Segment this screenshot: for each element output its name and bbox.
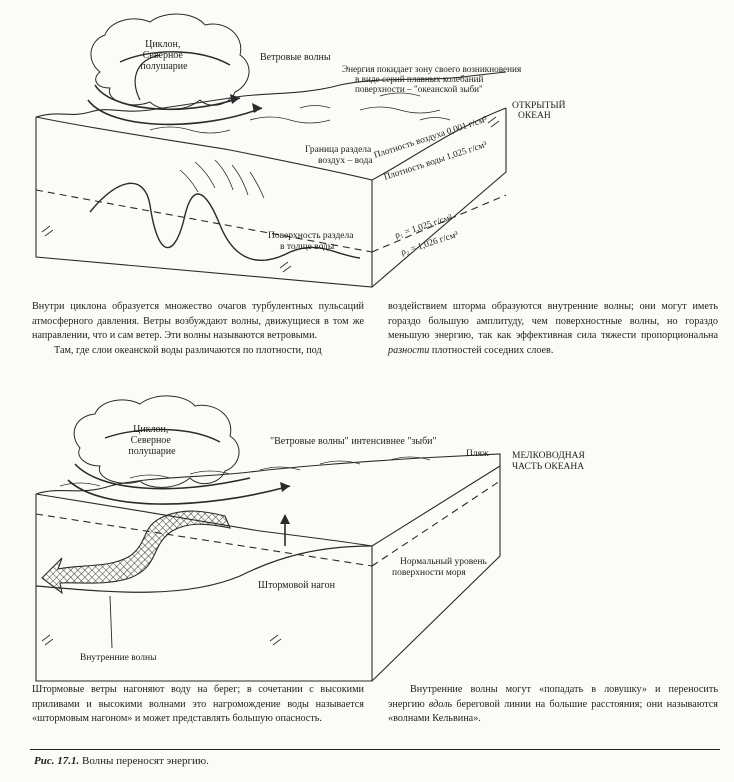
text-block-2-right: Внутренние волны могут «попадать в ловуш… xyxy=(388,684,718,725)
text-block-1-right: воздействием шторма образуются внутренни… xyxy=(388,301,718,356)
caption-divider xyxy=(30,749,720,750)
wind-waves-note: "Ветровые волны" интенсивнее "зыби" xyxy=(270,436,437,447)
caption-text: Волны переносят энергию. xyxy=(79,755,209,767)
air-water-boundary-label: Граница раздела воздух – вода xyxy=(305,145,374,166)
cyclone-label: Циклон, Северное полушарие xyxy=(140,39,188,72)
normal-sea-level-label: Нормальный уровень поверхности моря xyxy=(392,556,489,578)
figure-caption: Рис. 17.1. Волны переносят энергию. xyxy=(34,755,209,767)
paragraph: Штормовые ветры нагоняют воду на берег; … xyxy=(32,684,364,725)
beach-label: Пляж xyxy=(466,449,489,459)
figure-open-ocean-diagram: Циклон, Северное полушарие Ветровые волн… xyxy=(35,13,568,288)
text-block-1-left: Внутри циклона образуется множество очаг… xyxy=(32,300,364,358)
energy-note: Энергия покидает зону своего возникновен… xyxy=(342,64,523,94)
storm-surge-label: Штормовой нагон xyxy=(258,580,336,591)
figure-number: Рис. 17.1. xyxy=(34,755,80,767)
figure-shallow-ocean-diagram: Циклон, Северное полушарие "Ветровые вол… xyxy=(35,395,587,682)
shallow-ocean-label: МЕЛКОВОДНАЯ ЧАСТЬ ОКЕАНА xyxy=(512,451,587,472)
paragraph: Внутри циклона образуется множество очаг… xyxy=(32,301,364,342)
text-block-2-left: Штормовые ветры нагоняют воду на берег; … xyxy=(32,683,364,727)
paragraph: Там, где слои океанской воды различаются… xyxy=(54,344,322,356)
internal-boundary-label: Поверхность раздела в толще воды xyxy=(268,231,356,252)
open-ocean-label: ОТКРЫТЫЙ ОКЕАН xyxy=(512,99,568,121)
wind-waves-label: Ветровые волны xyxy=(260,52,331,63)
cyclone-label: Циклон, Северное полушарие xyxy=(128,424,176,457)
internal-waves-label: Внутренние волны xyxy=(80,653,157,663)
